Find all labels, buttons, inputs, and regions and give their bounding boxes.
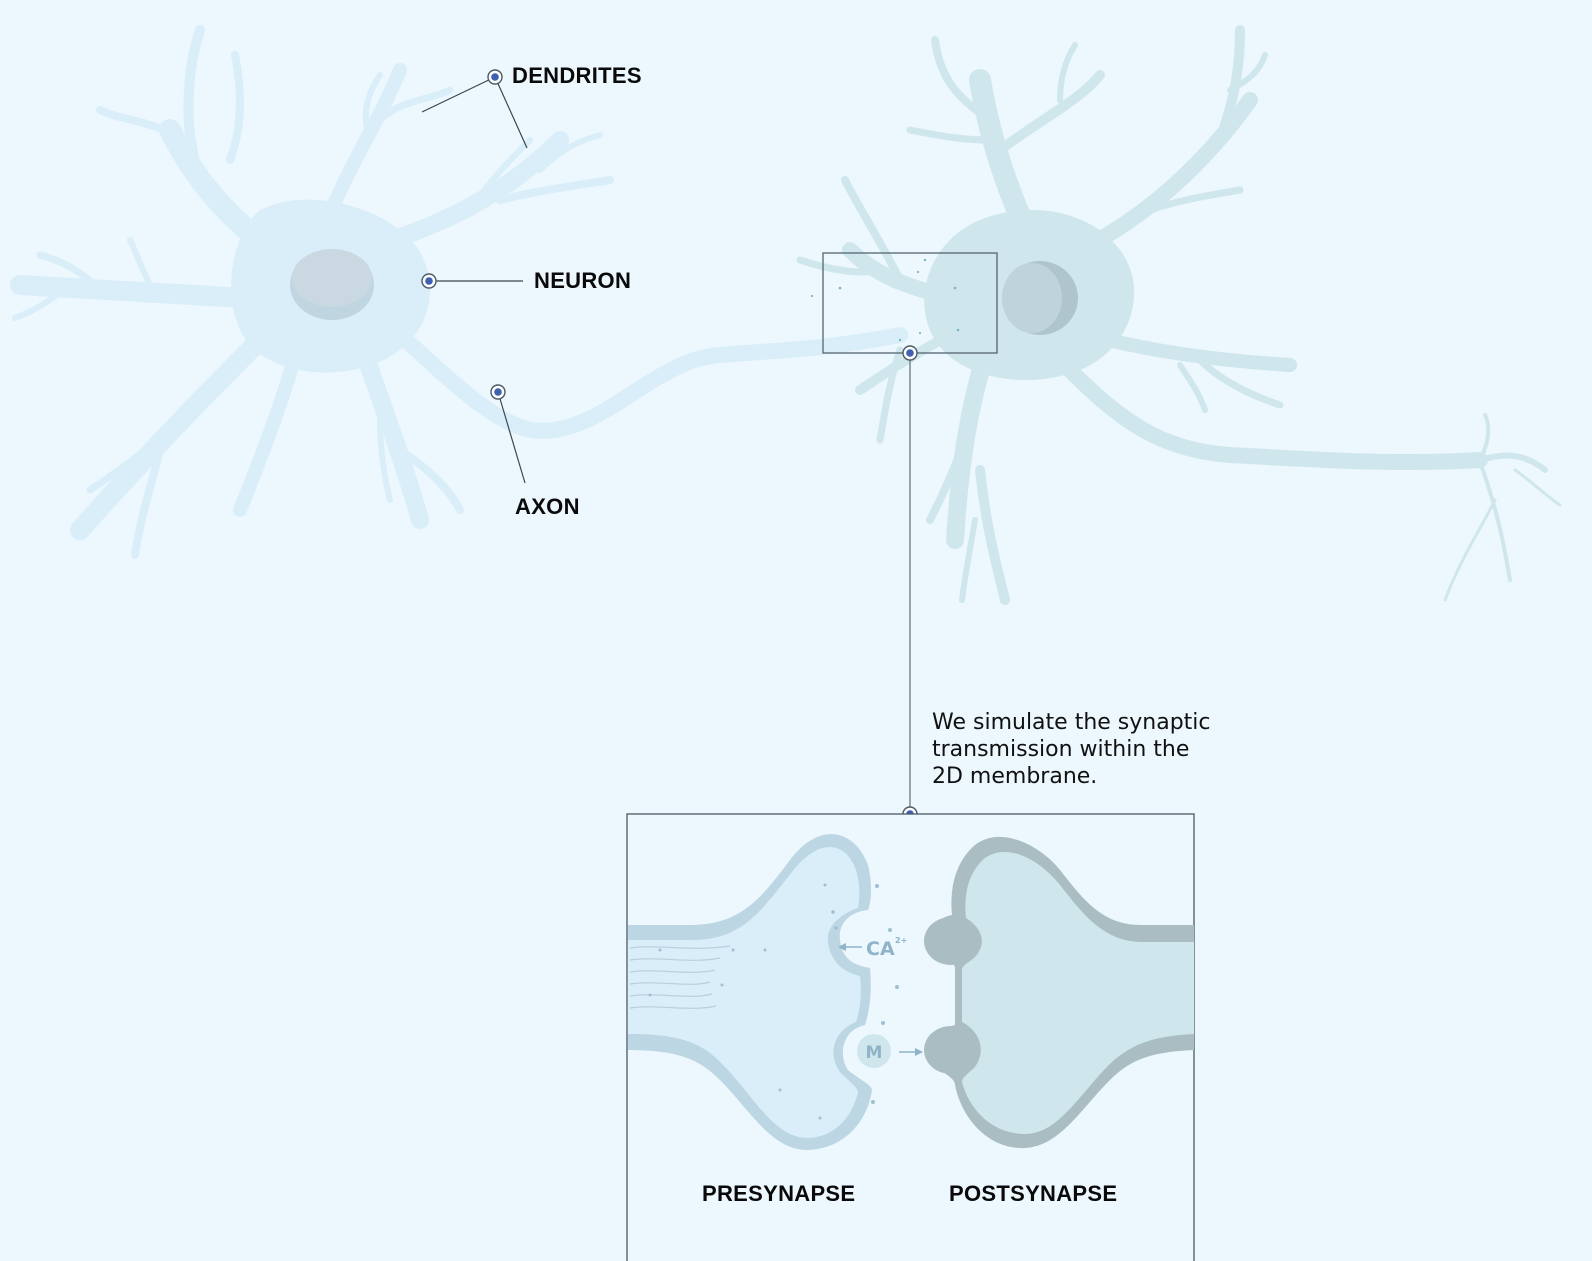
neuron-marker: [422, 274, 436, 288]
dendrites-marker: [488, 70, 502, 84]
neuron-label: NEURON: [534, 268, 631, 294]
vesicle-label: M: [866, 1043, 883, 1063]
right-neuron: [800, 30, 1560, 600]
caption-line-2: transmission within the: [932, 736, 1252, 763]
axon-label: AXON: [515, 494, 580, 520]
caption-text: We simulate the synaptic transmission wi…: [932, 709, 1252, 790]
postsynapse-label: POSTSYNAPSE: [949, 1181, 1117, 1207]
ion-label: CA: [866, 938, 895, 960]
left-neuron: [15, 30, 900, 555]
dendrites-label: DENDRITES: [512, 63, 642, 89]
zoom-marker: [903, 346, 917, 360]
axon-marker: [491, 385, 505, 399]
caption-line-3: 2D membrane.: [932, 763, 1252, 790]
ion-charge-label: 2+: [895, 936, 907, 945]
caption-line-1: We simulate the synaptic: [932, 709, 1252, 736]
presynapse-label: PRESYNAPSE: [702, 1181, 855, 1207]
